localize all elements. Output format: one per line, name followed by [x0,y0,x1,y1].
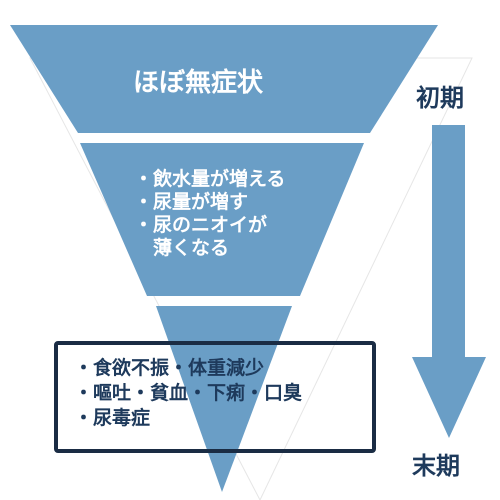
symptom-item: ・尿量が増す [134,191,249,213]
timeline-start-label: 初期 [416,84,464,112]
funnel-tier-early [10,25,438,133]
stage-early-title: ほぼ無症状 [133,68,264,98]
symptom-item: ・尿のニオイが [134,214,268,236]
timeline-end-label: 末期 [412,452,460,480]
timeline-arrow [412,125,486,438]
symptom-item: ・嘔吐・貧血・下痢・口臭 [74,382,303,404]
funnel-tier-late [156,306,292,492]
funnel-tier-middle [80,143,364,296]
symptom-item: 薄くなる [134,237,230,259]
late-stage-box [54,341,376,453]
symptom-item: ・飲水量が増える [134,168,286,190]
stage-middle-symptoms: ・飲水量が増える ・尿量が増す ・尿のニオイが 薄くなる [134,168,285,260]
stage-late-symptoms: ・食欲不振・体重減少 ・嘔吐・貧血・下痢・口臭 ・尿毒症 [74,356,302,431]
symptom-item: ・食欲不振・体重減少 [74,357,265,379]
symptom-item: ・尿毒症 [74,407,151,429]
